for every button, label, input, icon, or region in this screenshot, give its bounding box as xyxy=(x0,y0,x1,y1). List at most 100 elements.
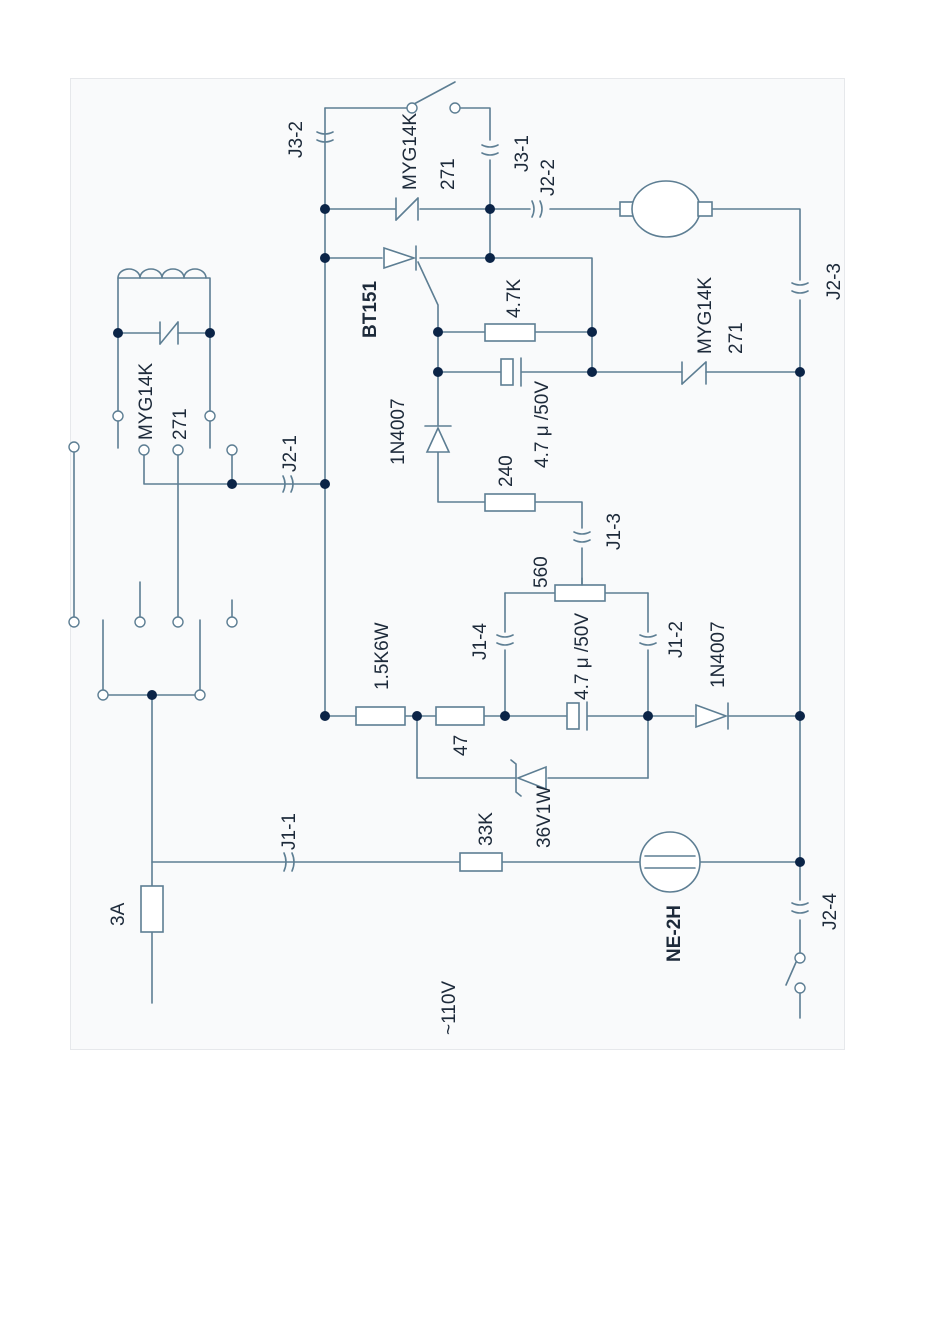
junction-dot xyxy=(205,328,215,338)
label-r33k: 33K xyxy=(476,812,497,846)
label-j1-2: J1-2 xyxy=(666,621,687,658)
pin xyxy=(205,411,215,421)
label-j3-2: J3-2 xyxy=(286,121,307,158)
label-varistor-left-val: 271 xyxy=(170,408,191,440)
wire-contact-f xyxy=(144,452,232,484)
label-r560: 560 xyxy=(531,556,552,588)
label-j2-3: J2-3 xyxy=(824,263,845,300)
resistor-4k7 xyxy=(485,324,535,341)
junction-dot xyxy=(320,479,330,489)
junction-dot xyxy=(795,711,805,721)
label-varistor-right: MYG14K xyxy=(695,277,716,354)
label-j1-4: J1-4 xyxy=(470,623,491,660)
pin xyxy=(69,617,79,627)
connector-j2-4 xyxy=(792,903,808,913)
label-cap-upper: 4.7 μ /50V xyxy=(532,381,553,468)
pin xyxy=(113,411,123,421)
label-r47: 47 xyxy=(451,735,472,756)
label-diode-lower: 1N4007 xyxy=(708,621,729,688)
label-r240: 240 xyxy=(496,455,517,487)
diode-upper-1n4007 xyxy=(425,426,451,452)
junction-dot xyxy=(587,367,597,377)
resistor-1k5-6w xyxy=(356,707,405,725)
label-j1-3: J1-3 xyxy=(604,513,625,550)
pin xyxy=(795,953,805,963)
pin xyxy=(795,983,805,993)
varistor-left xyxy=(160,322,178,344)
junction-dot xyxy=(795,857,805,867)
pin xyxy=(450,103,460,113)
junction-dot xyxy=(320,711,330,721)
junction-dot xyxy=(320,204,330,214)
connector-j3-1 xyxy=(482,145,498,155)
connector-j2-2 xyxy=(532,201,542,217)
junction-dot xyxy=(485,204,495,214)
fuse-3a xyxy=(141,886,163,932)
varistor-right xyxy=(682,362,706,384)
wire-top-right xyxy=(455,108,490,140)
neon-lamp-ne2h xyxy=(640,832,700,892)
label-fuse: 3A xyxy=(108,902,129,926)
junction-dot xyxy=(500,711,510,721)
wire-winding-box xyxy=(118,278,210,448)
label-r1k5: 1.5K6W xyxy=(372,622,393,690)
resistor-33k xyxy=(460,853,502,871)
label-varistor-right-val: 271 xyxy=(726,322,747,354)
junction-dot xyxy=(113,328,123,338)
junction-dot xyxy=(227,479,237,489)
connector-j1-2 xyxy=(640,635,656,645)
pin xyxy=(173,617,183,627)
label-j2-2: J2-2 xyxy=(538,159,559,196)
label-r4k7: 4.7K xyxy=(504,279,525,318)
label-j1-1: J1-1 xyxy=(279,813,300,850)
label-lamp: NE-2H xyxy=(664,905,685,962)
pin xyxy=(69,442,79,452)
wire-motor-right xyxy=(712,209,800,280)
junction-dot xyxy=(485,253,495,263)
pin xyxy=(407,103,417,113)
pin xyxy=(135,617,145,627)
label-diode-upper: 1N4007 xyxy=(388,398,409,465)
junction-dot xyxy=(433,367,443,377)
wire-diode-upper-2 xyxy=(438,452,485,502)
pin xyxy=(98,690,108,700)
label-j2-4: J2-4 xyxy=(820,893,841,930)
varistor-top xyxy=(396,198,418,220)
capacitor-lower xyxy=(567,702,587,730)
capacitor-upper xyxy=(501,358,521,386)
motor xyxy=(620,181,712,237)
junction-dot xyxy=(433,327,443,337)
label-j3-1: J3-1 xyxy=(512,135,533,172)
scr-bt151 xyxy=(384,246,416,270)
winding-coil xyxy=(118,269,206,278)
junction-dot xyxy=(412,711,422,721)
junction-dot xyxy=(320,253,330,263)
pin xyxy=(227,445,237,455)
labels: 3A ~110V NE-2H 33K 36V1W 47 1.5K6W 4.7 μ… xyxy=(108,113,845,1035)
pin xyxy=(227,617,237,627)
label-scr: BT151 xyxy=(360,281,381,338)
connector-j1-4 xyxy=(497,635,513,645)
resistor-240 xyxy=(485,494,535,511)
junction-dot xyxy=(795,367,805,377)
junction-dot xyxy=(147,690,157,700)
connector-j2-3 xyxy=(792,283,808,293)
wire-right-switch xyxy=(786,960,797,985)
wire-scr-gate xyxy=(418,262,438,372)
pin xyxy=(195,690,205,700)
pin xyxy=(139,445,149,455)
label-varistor-top-val: 271 xyxy=(438,158,459,190)
label-varistor-top: MYG14K xyxy=(400,113,421,190)
resistor-47 xyxy=(436,707,484,725)
junction-dot xyxy=(643,711,653,721)
diode-lower-1n4007 xyxy=(696,703,728,729)
label-j2-1: J2-1 xyxy=(280,435,301,472)
pin xyxy=(173,445,183,455)
label-varistor-left: MYG14K xyxy=(136,363,157,440)
label-zener: 36V1W xyxy=(534,786,555,848)
label-cap-lower: 4.7 μ /50V xyxy=(572,613,593,700)
connector-j1-3 xyxy=(574,532,590,542)
wire-240-right xyxy=(535,502,582,528)
potentiometer-560 xyxy=(555,578,605,601)
